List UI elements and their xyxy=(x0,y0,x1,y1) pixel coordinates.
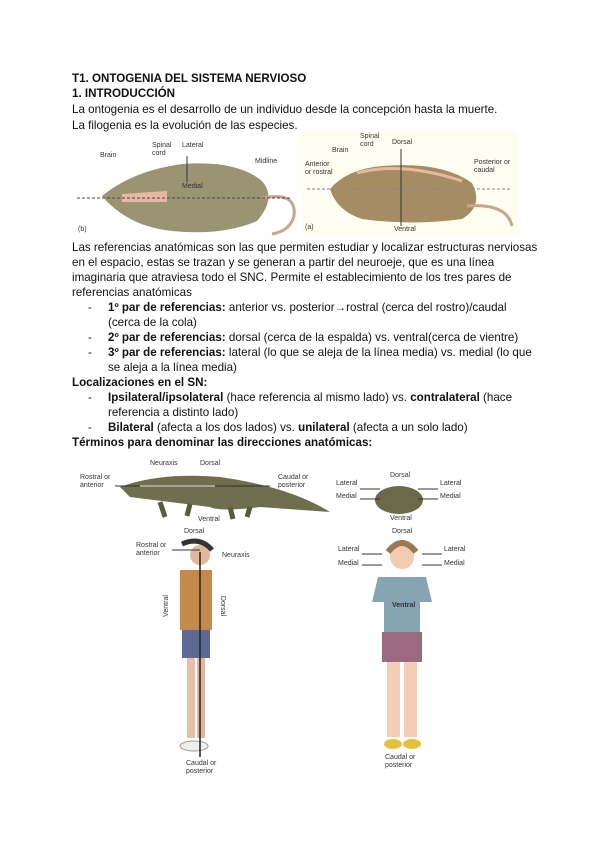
figure-label: Neuraxis xyxy=(222,552,250,559)
list-item: -Ipsilateral/ipsolateral (hace referenci… xyxy=(88,391,513,419)
figure-label: Ventral xyxy=(394,226,416,233)
rat-lateral-view-figure: Brain Spinal cord Dorsal Anterior or ros… xyxy=(302,131,518,236)
paragraph-line: en el espacio, estas se trazan y se gene… xyxy=(72,256,495,269)
figure-label: Ventral xyxy=(162,595,170,617)
list-item: -3º par de referencias: lateral (lo que … xyxy=(88,346,532,374)
figure-label: Brain xyxy=(332,147,349,154)
anatomical-directions-figure: Neuraxis Dorsal Rostral or anterior Caud… xyxy=(60,452,540,777)
figure-label: Rostral or anterior xyxy=(80,474,111,489)
figure-label: Dorsal xyxy=(392,528,413,535)
figure-label: Ventral xyxy=(392,602,416,609)
figure-label: Dorsal xyxy=(219,595,227,617)
figure-label: Dorsal xyxy=(392,139,413,146)
figure-label: Neuraxis xyxy=(150,460,178,467)
body-text: Las referencias anatómicas son las que p… xyxy=(72,240,542,777)
figure-label: Lateral xyxy=(338,546,360,553)
terminos-heading: Términos para denominar las direcciones … xyxy=(72,436,373,449)
figure-label: Lateral xyxy=(440,480,462,487)
figure-label: Spinal cord xyxy=(152,142,172,157)
figure-label: Spinal cord xyxy=(360,133,380,148)
paragraph-line: imaginaria que atraviesa todo el SNC. Pe… xyxy=(72,271,512,284)
figure-label: Ventral xyxy=(390,515,412,522)
figure-label: Ventral xyxy=(198,516,220,523)
figure-label: Medial xyxy=(182,183,203,190)
figure-label: Posterior or caudal xyxy=(474,159,511,174)
page-title: T1. ONTOGENIA DEL SISTEMA NERVIOSO xyxy=(72,72,307,85)
figure-label: Midline xyxy=(255,158,278,165)
intro-line: La ontogenia es el desarrollo de un indi… xyxy=(72,103,498,116)
figure-label: Dorsal xyxy=(390,472,411,479)
rat-dorsal-view-figure: Brain Spinal cord Lateral Medial Midline… xyxy=(72,136,298,236)
list-item: -2º par de referencias: dorsal (cerca de… xyxy=(88,331,519,344)
paragraph-line: referencias anatómicas xyxy=(72,286,192,299)
figure-label: Caudal or posterior xyxy=(385,754,416,769)
figure-label: (a) xyxy=(305,224,314,231)
figure-label: Lateral xyxy=(182,142,204,149)
figure-label: Medial xyxy=(440,493,461,500)
figure-label: Brain xyxy=(100,152,117,159)
list-item: -Bilateral (afecta a los dos lados) vs. … xyxy=(88,421,468,434)
localizaciones-heading: Localizaciones en el SN: xyxy=(72,376,208,389)
figure-label: Medial xyxy=(444,560,465,567)
figure-label: Caudal or posterior xyxy=(186,760,217,775)
figure-label: Dorsal xyxy=(200,460,221,467)
paragraph-line: Las referencias anatómicas son las que p… xyxy=(72,241,538,254)
figure-label: Anterior or rostral xyxy=(305,161,333,176)
list-item: -1º par de referencias: anterior vs. pos… xyxy=(88,301,507,329)
figure-label: Medial xyxy=(338,560,359,567)
figure-label: Caudal or posterior xyxy=(278,474,309,489)
section-heading: 1. INTRODUCCIÓN xyxy=(72,87,176,100)
figure-label: (b) xyxy=(78,226,87,233)
figure-label: Lateral xyxy=(336,480,358,487)
figure-label: Dorsal xyxy=(184,528,205,535)
intro-line: La filogenia es la evolución de las espe… xyxy=(72,119,298,132)
figure-label: Lateral xyxy=(444,546,466,553)
figure-label: Medial xyxy=(336,493,357,500)
figure-label: Rostral or anterior xyxy=(136,542,167,557)
